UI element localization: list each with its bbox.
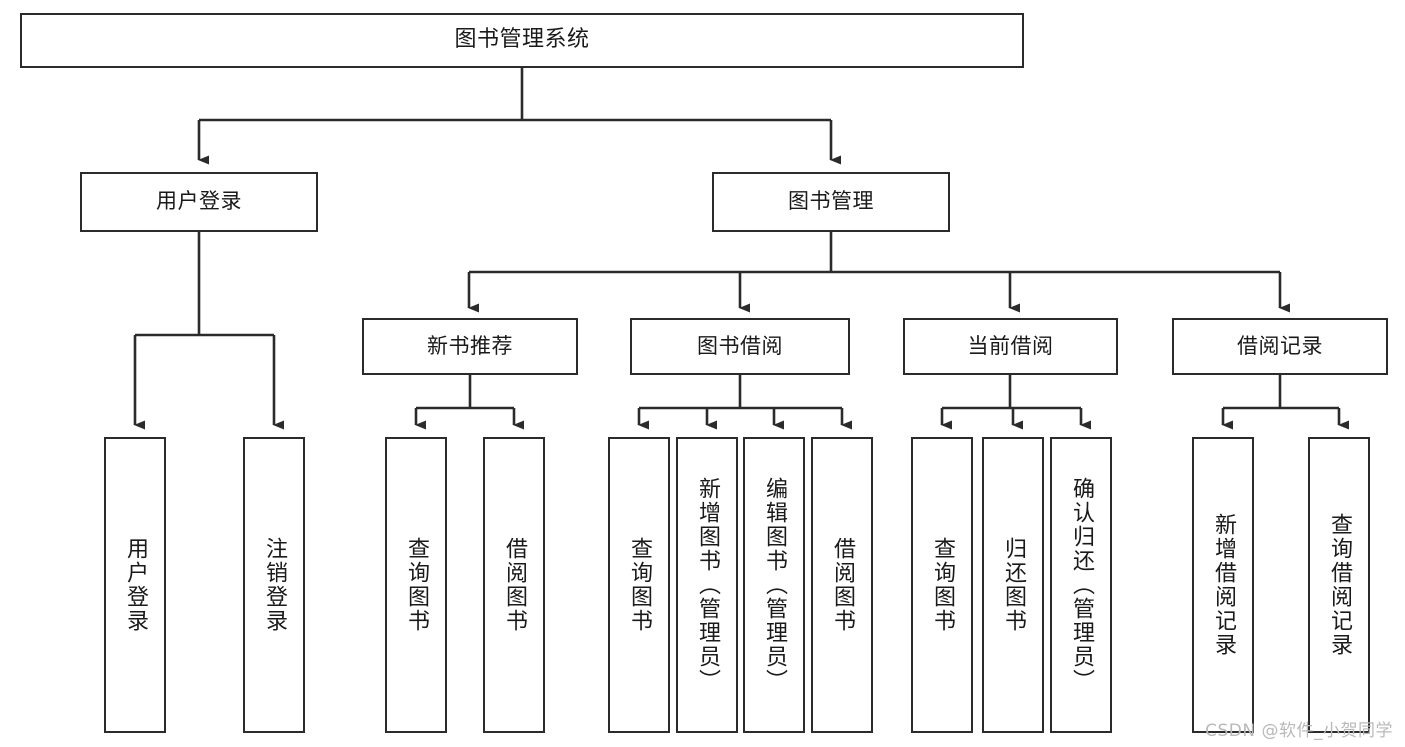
- leaf-borrow-books-new[interactable]: 借阅图书: [483, 437, 545, 733]
- leaf-label: 归还图书: [1000, 537, 1026, 633]
- node-borrow-records[interactable]: 借阅记录: [1172, 318, 1388, 375]
- node-book-management-label: 图书管理: [788, 189, 874, 214]
- leaf-label: 查询图书: [929, 537, 955, 633]
- node-current-borrow-label: 当前借阅: [967, 333, 1054, 358]
- node-book-management[interactable]: 图书管理: [712, 172, 950, 232]
- leaf-query-books-current[interactable]: 查询图书: [911, 437, 973, 733]
- leaf-label: 编辑图书（管理员）: [761, 477, 787, 693]
- leaf-label: 新增图书（管理员）: [694, 477, 720, 693]
- leaf-user-login[interactable]: 用户登录: [104, 437, 166, 733]
- leaf-label: 注销登录: [261, 537, 287, 633]
- leaf-query-books-new[interactable]: 查询图书: [385, 437, 447, 733]
- leaf-label: 用户登录: [122, 537, 148, 633]
- leaf-label: 查询借阅记录: [1326, 513, 1352, 657]
- leaf-borrow-books[interactable]: 借阅图书: [811, 437, 873, 733]
- leaf-logout[interactable]: 注销登录: [243, 437, 305, 733]
- node-book-borrow-label: 图书借阅: [697, 333, 783, 358]
- csdn-watermark: CSDN @软件_小贺同学: [1205, 721, 1393, 741]
- node-new-book-recommend-label: 新书推荐: [427, 333, 513, 358]
- leaf-add-book-admin[interactable]: 新增图书（管理员）: [676, 437, 738, 733]
- leaf-label: 借阅图书: [501, 537, 527, 633]
- node-user-login-label: 用户登录: [156, 189, 242, 214]
- leaf-label: 查询图书: [403, 537, 429, 633]
- node-root-label: 图书管理系统: [454, 27, 590, 53]
- node-borrow-records-label: 借阅记录: [1237, 333, 1323, 358]
- leaf-label: 查询图书: [626, 537, 652, 633]
- node-book-borrow[interactable]: 图书借阅: [630, 318, 850, 375]
- leaf-query-books-borrow[interactable]: 查询图书: [608, 437, 670, 733]
- leaf-label: 借阅图书: [829, 537, 855, 633]
- node-new-book-recommend[interactable]: 新书推荐: [362, 318, 578, 375]
- leaf-edit-book-admin[interactable]: 编辑图书（管理员）: [743, 437, 805, 733]
- node-user-login[interactable]: 用户登录: [80, 172, 318, 232]
- leaf-add-borrow-record[interactable]: 新增借阅记录: [1192, 437, 1254, 733]
- node-current-borrow[interactable]: 当前借阅: [903, 318, 1118, 375]
- leaf-confirm-return-admin[interactable]: 确认归还（管理员）: [1050, 437, 1112, 733]
- leaf-query-borrow-record[interactable]: 查询借阅记录: [1308, 437, 1370, 733]
- leaf-label: 确认归还（管理员）: [1068, 477, 1094, 693]
- leaf-return-books[interactable]: 归还图书: [982, 437, 1044, 733]
- node-root-system[interactable]: 图书管理系统: [20, 13, 1024, 68]
- leaf-label: 新增借阅记录: [1210, 513, 1236, 657]
